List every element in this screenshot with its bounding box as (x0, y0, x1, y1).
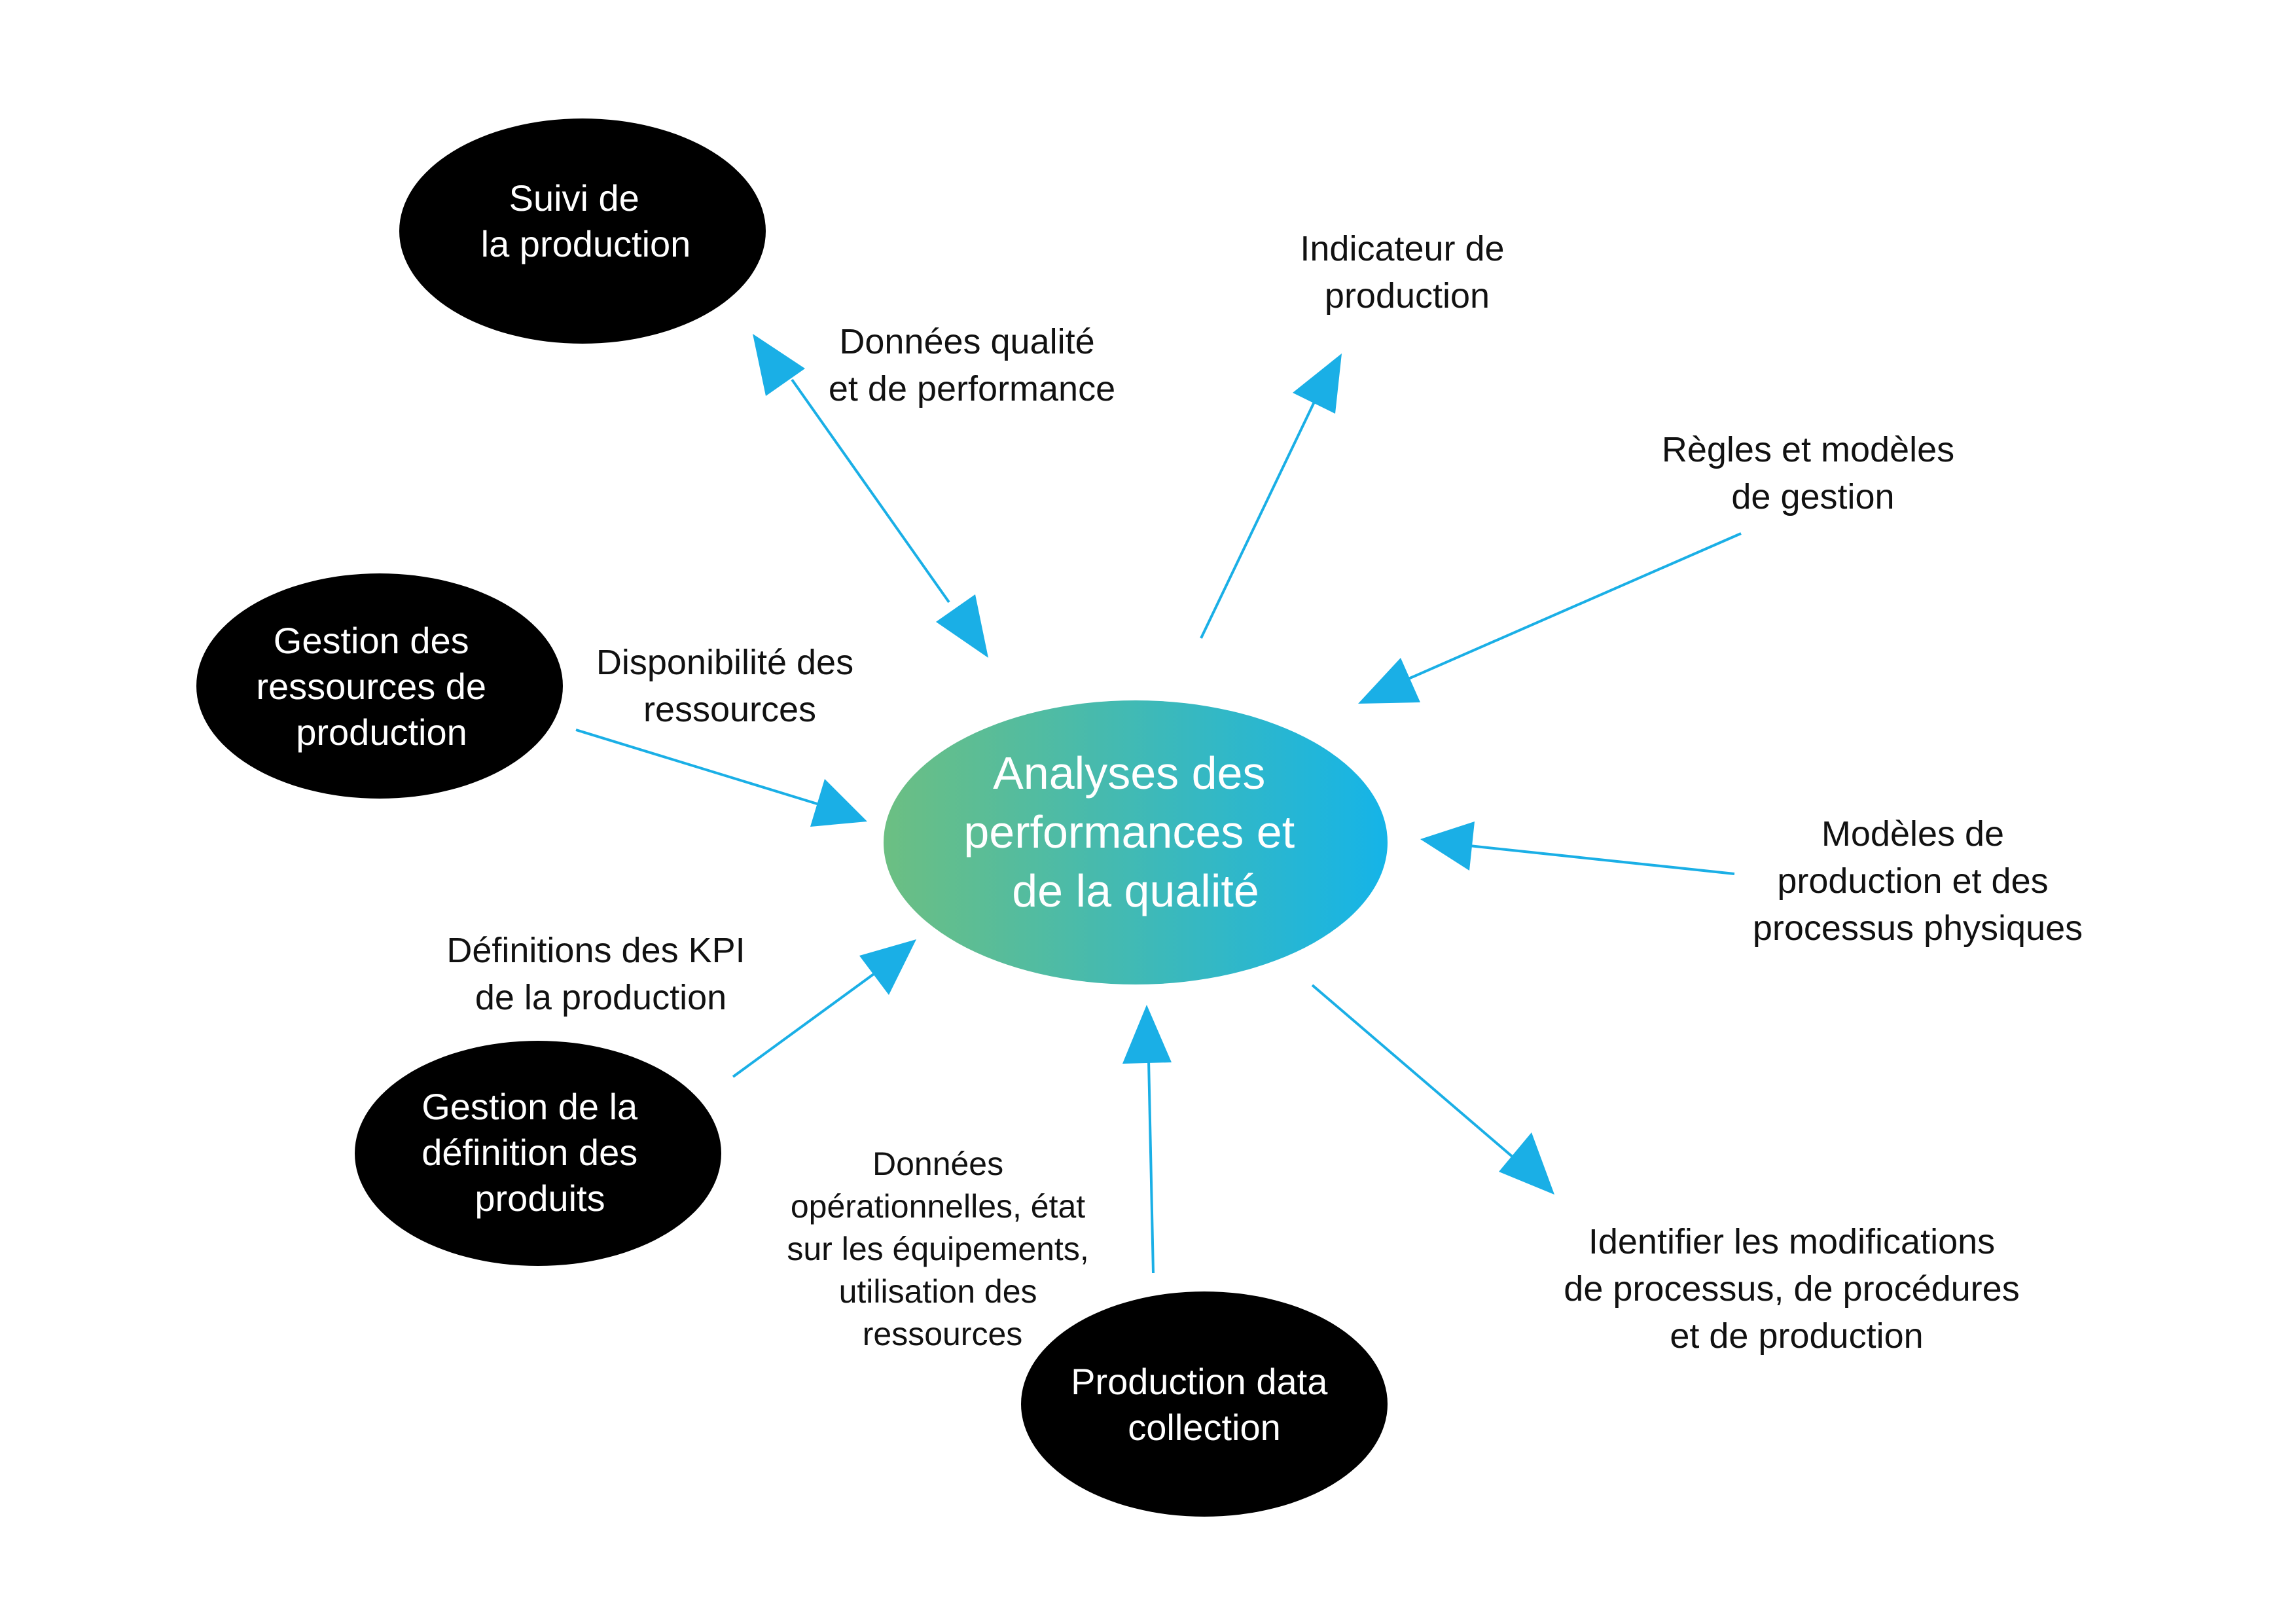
arrow-qualite (753, 334, 988, 658)
flow-label-disponibilite: Disponibilité des ressources (596, 643, 863, 729)
node-definition-line-2: définition des (422, 1132, 637, 1173)
arrow-modeles (1420, 821, 1735, 875)
svg-text:Analyses des performance: Analyses des performances et de la quali… (963, 748, 1307, 916)
node-ressources-line-1: Gestion des (274, 620, 469, 661)
node-definition-line-3: produits (475, 1178, 605, 1219)
node-ressources: Gestion des ressources de production (196, 573, 563, 799)
flow-label-indicateur: Indicateur de production (1300, 229, 1514, 316)
center-node: Analyses des performances et de la quali… (884, 700, 1388, 984)
center-label-line-1: Analyses des (993, 748, 1265, 799)
node-ressources-line-3: production (296, 712, 467, 753)
node-collection-line-2: collection (1128, 1407, 1280, 1448)
node-collection: Production data collection (1021, 1291, 1388, 1517)
svg-text:Production data collecti: Production data collection (1071, 1361, 1338, 1448)
node-definition: Gestion de la définition des produits (355, 1041, 721, 1266)
center-label-line-3: de la qualité (1012, 865, 1259, 916)
arrow-regles (1358, 532, 1742, 704)
flow-label-identifier: Identifier les modifications de processu… (1564, 1222, 2029, 1356)
flow-label-kpi: Définitions des KPI de la production (446, 931, 755, 1017)
arrow-identifier (1311, 984, 1554, 1195)
svg-text:Gestion de la définition: Gestion de la définition des produits (422, 1086, 648, 1219)
node-suivi-line-2: la production (481, 223, 691, 264)
flow-label-modeles: Modèles de production et des processus p… (1753, 814, 2083, 948)
svg-text:Suivi de la production: Suivi de la production (481, 177, 691, 264)
flow-label-qualite: Données qualité et de performance (829, 322, 1115, 408)
arrow-indicateur (1200, 353, 1342, 639)
node-collection-line-1: Production data (1071, 1361, 1328, 1402)
flow-label-regles: Règles et modèles de gestion (1662, 430, 1964, 516)
node-suivi-line-1: Suivi de (509, 177, 639, 219)
arrow-disponibilite (575, 729, 867, 827)
flow-label-operationnelles: Données opérationnelles, état sur les éq… (787, 1146, 1098, 1352)
node-definition-line-1: Gestion de la (422, 1086, 638, 1127)
arrow-kpi (732, 939, 916, 1078)
center-label-line-2: performances et (963, 806, 1295, 857)
node-ressources-line-2: ressources de (256, 666, 486, 707)
arrow-operationnelles (1122, 1005, 1172, 1274)
svg-text:Gestion des ressources d: Gestion des ressources de production (256, 620, 496, 753)
node-suivi: Suivi de la production (399, 118, 766, 344)
